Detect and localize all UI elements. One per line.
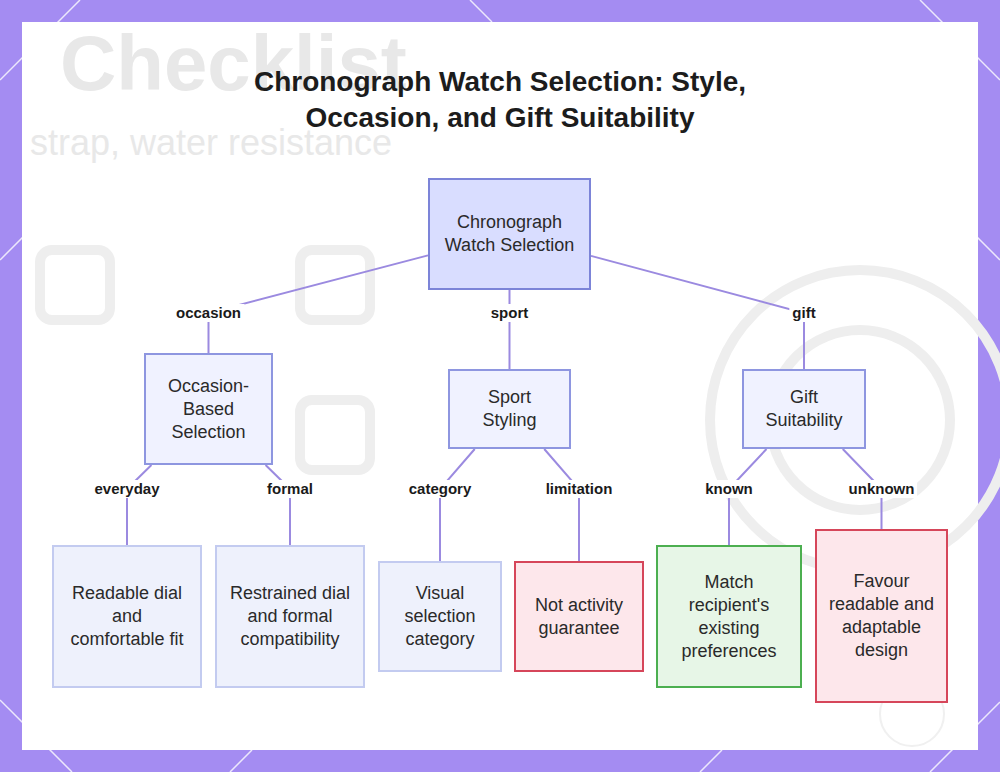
node-text-group: Visual selection category <box>390 582 490 651</box>
node-text: Sport Styling <box>460 386 559 432</box>
edge-label: known <box>702 480 756 498</box>
category-box: Occasion-Based Selection <box>144 353 273 465</box>
node-text: Match recipient's existing preferences <box>668 571 790 663</box>
connector-line <box>266 465 290 545</box>
warning-box: Not activity guarantee <box>514 561 644 672</box>
node-text-group: Favour readable and adaptable design <box>827 570 936 662</box>
edge-label: category <box>406 480 475 498</box>
node-text: Favour readable and adaptable design <box>827 570 936 662</box>
edge-label: everyday <box>91 480 162 498</box>
node-text: Not activity guarantee <box>526 594 632 640</box>
connector-line <box>127 465 151 545</box>
connector-line <box>509 290 511 369</box>
node-text: Chronograph Watch Selection <box>440 211 579 257</box>
connector-line <box>544 449 579 561</box>
diagram-title: Chronograph Watch Selection: Style, Occa… <box>210 64 790 136</box>
node-text: Gift Suitability <box>754 386 854 432</box>
node-text-group: Chronograph Watch Selection <box>440 211 579 257</box>
category-box: Gift Suitability <box>742 369 866 449</box>
recommendation-box: Match recipient's existing preferences <box>656 545 802 688</box>
inner-panel <box>22 22 978 750</box>
category-box: Sport Styling <box>448 369 571 449</box>
leaf-box: Visual selection category <box>378 561 502 672</box>
node-text: Visual selection category <box>390 582 490 651</box>
node-text-group: Sport Styling <box>460 386 559 432</box>
node-text: Readable dial and comfortable fit <box>64 582 190 651</box>
node-text-group: Occasion-Based Selection <box>156 375 261 444</box>
leaf-box: Restrained dial and formal compatibility <box>215 545 365 688</box>
node-text: Restrained dial and formal compatibility <box>227 582 353 651</box>
root-box: Chronograph Watch Selection <box>428 178 591 290</box>
node-text: Occasion-Based Selection <box>156 375 261 444</box>
node-text-group: Match recipient's existing preferences <box>668 571 790 663</box>
edge-label: sport <box>488 304 532 322</box>
node-text-group: Restrained dial and formal compatibility <box>227 582 353 651</box>
edge-label: limitation <box>543 480 616 498</box>
leaf-box: Readable dial and comfortable fit <box>52 545 202 688</box>
edge-label: occasion <box>173 304 244 322</box>
node-text-group: Not activity guarantee <box>526 594 632 640</box>
connector-line <box>440 449 475 561</box>
edge-label: gift <box>789 304 818 322</box>
node-text-group: Gift Suitability <box>754 386 854 432</box>
warning-box: Favour readable and adaptable design <box>815 529 948 703</box>
edge-label: formal <box>264 480 316 498</box>
faded-background-art <box>40 250 1000 570</box>
node-text-group: Readable dial and comfortable fit <box>64 582 190 651</box>
connector-line <box>591 256 804 369</box>
edge-label: unknown <box>846 480 918 498</box>
